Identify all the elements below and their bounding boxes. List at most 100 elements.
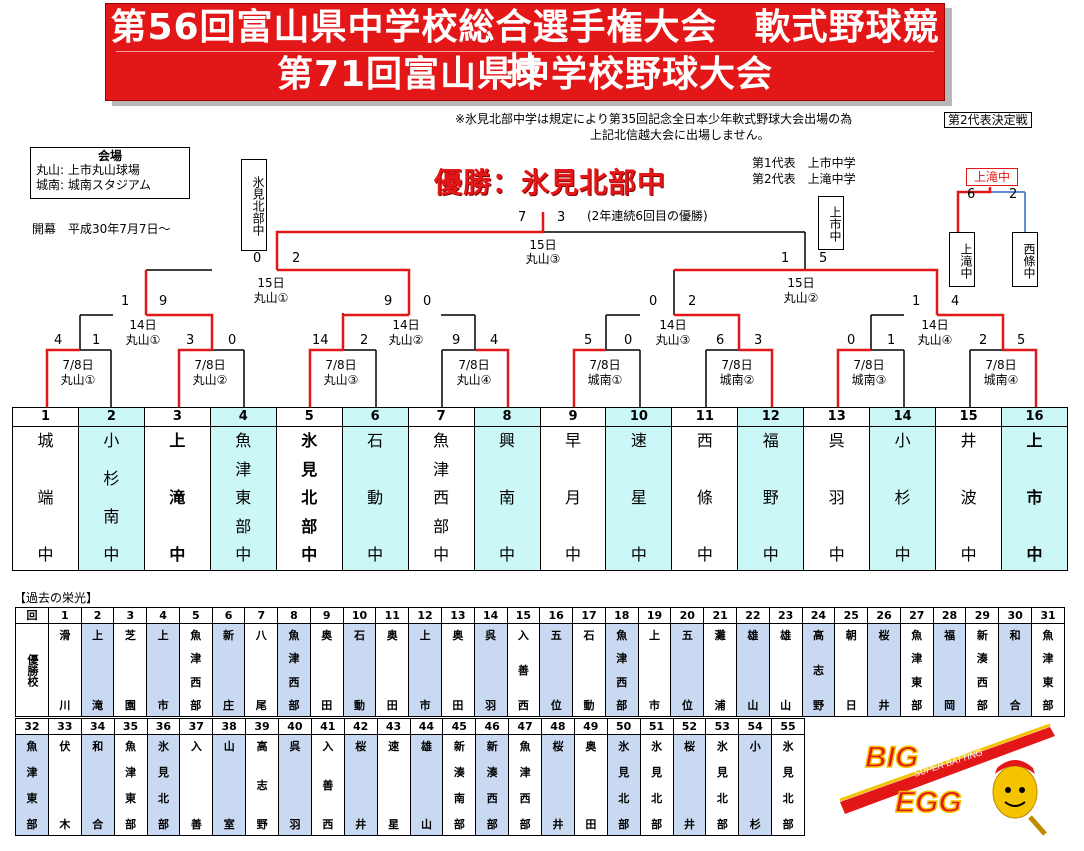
history-winner-char: 桜 (683, 740, 695, 753)
venue-title: 会場 (97, 149, 122, 163)
r2-2-score-right: 9 (452, 333, 461, 348)
r2-4-score-right: 2 (979, 333, 988, 348)
history-round-number: 15 (506, 607, 541, 624)
streak-note: (2年連続6回目の優勝) (587, 209, 708, 223)
r1-1-date: 7/8日 (62, 358, 94, 372)
history-winner-char: 尾 (255, 699, 267, 712)
big-egg-logo: BIG SUPER BATTING EGG (839, 723, 1055, 836)
r1-7-venue: 城南③ (851, 373, 887, 387)
history-winner: 桜井 (343, 734, 378, 836)
opening-date: 開幕 平成30年7月7日～ (32, 222, 171, 236)
history-winner-char: 津 (190, 652, 202, 666)
history-winner-char: 部 (976, 698, 988, 712)
history-winner-char: 北 (716, 792, 728, 805)
history-round-number: 10 (342, 607, 377, 624)
history-round-number: 9 (309, 607, 344, 624)
team-name-char: 滝 (169, 488, 186, 507)
history-winner-char: 湊 (976, 652, 988, 666)
history-winner: 魚津東部 (1031, 623, 1065, 717)
team-name-char: 波 (960, 488, 977, 507)
history-winner-char: 北 (782, 792, 794, 805)
history-winner-char: 善 (517, 664, 529, 677)
history-winner-char: 入 (517, 629, 529, 642)
history-round-number: 27 (899, 607, 934, 624)
history-winner-char: 田 (452, 699, 464, 712)
r2-3-score-right: 6 (716, 333, 725, 348)
team-name-char: 西 (433, 488, 450, 507)
history-winner-char: 野 (256, 818, 268, 831)
r2-3-date: 14日 (659, 318, 687, 332)
history-winner-char: 田 (321, 699, 333, 712)
history-winner-char: 羽 (289, 818, 301, 831)
team-name: 呉羽中 (804, 427, 869, 570)
history-winner-char: 東 (911, 675, 923, 689)
history-winner-char: 部 (26, 818, 38, 831)
history-winner-char: 津 (519, 766, 531, 779)
history-winner-char: 氷 (651, 740, 663, 753)
history-winner-char: 山 (780, 699, 792, 712)
history-winner: 桜井 (672, 734, 707, 836)
history-winner-char: 浦 (714, 699, 726, 712)
history-winner-char: 山 (420, 818, 432, 831)
team-name-char: 福 (762, 431, 779, 450)
team-number: 3 (144, 408, 210, 427)
team-number: 16 (1002, 408, 1067, 427)
history-winner: 入善 (179, 734, 214, 836)
venue-box: 会場 丸山: 上市丸山球場 城南: 城南スタジアム (30, 147, 190, 199)
history-winner-char: 氷 (782, 740, 794, 753)
r1-2-venue: 丸山② (192, 373, 228, 387)
history-winner: 和合 (80, 734, 115, 836)
team-number: 11 (672, 408, 738, 427)
qf3-date: 15日 (787, 276, 815, 290)
team-name-char: 南 (103, 507, 120, 526)
history-winner: 朝日 (834, 623, 869, 717)
qf3-score-right: 2 (688, 294, 697, 309)
semi1-score-right: 2 (292, 251, 301, 266)
history-winner: 魚津西部 (277, 623, 311, 717)
history-winner-char: 高 (256, 740, 268, 753)
history-winner-char: 五 (550, 629, 562, 642)
history-winner-char: 上 (649, 629, 661, 642)
team-name-char: 星 (630, 488, 647, 507)
history-winner-char: 雄 (420, 740, 432, 753)
history-winner: 氷見北部 (705, 734, 740, 836)
history-winner-char: 部 (616, 698, 628, 712)
team-name-char: 上 (1026, 431, 1043, 450)
team-number: 9 (540, 408, 606, 427)
history-winner: 高志野 (245, 734, 279, 836)
history-winner-char: 桜 (355, 740, 367, 753)
history-winner: 灘浦 (703, 623, 737, 717)
history-round-number: 24 (801, 607, 836, 624)
team-name-char: 中 (960, 545, 977, 564)
history-winner: 奥田 (440, 623, 475, 717)
final-score-right: 3 (557, 210, 566, 225)
history-winner-char: 岡 (944, 699, 956, 712)
history-winner: 雄山 (768, 623, 803, 717)
history-winner-char: 日 (845, 699, 857, 712)
history-winner-char: 和 (1009, 629, 1021, 642)
history-round-number: 51 (639, 718, 674, 735)
logo-egg: EGG (895, 786, 962, 819)
r2-2-venue: 丸山② (388, 333, 424, 347)
r2-1-date: 14日 (129, 318, 157, 332)
history-round-number: 5 (178, 607, 213, 624)
second-rep-playoff-label: 第2代表決定戦 (944, 112, 1032, 128)
history-winner-char: 奥 (321, 629, 333, 642)
team-name: 魚津西部中 (409, 427, 474, 570)
logo-big: BIG (865, 741, 918, 774)
history-winner: 氷見北部 (771, 734, 805, 836)
history-winner: 呉羽 (473, 623, 508, 717)
qf1-date: 15日 (257, 276, 285, 290)
history-round-number: 12 (408, 607, 442, 624)
team-name: 石動中 (343, 427, 408, 570)
history-winner-char: 新 (976, 629, 988, 642)
history-winner-char: 津 (1042, 652, 1054, 666)
r1-1-score-left: 4 (54, 333, 63, 348)
team-number: 12 (738, 408, 804, 427)
team-name-char: 中 (169, 545, 186, 564)
history-round-label: 回 (15, 607, 49, 624)
